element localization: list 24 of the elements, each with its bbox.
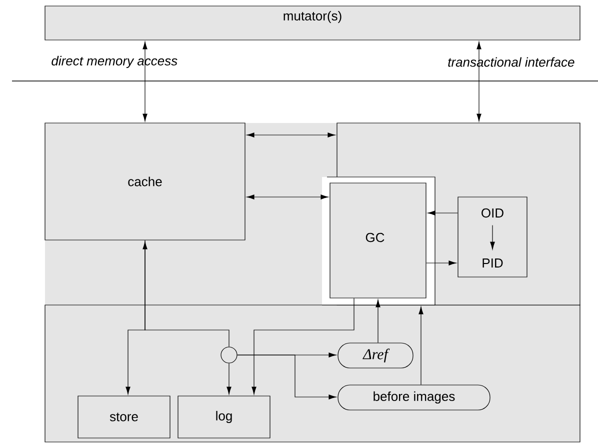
arrow [476, 42, 482, 122]
connector-line [144, 240, 230, 347]
arrow [226, 363, 232, 394]
arrow [376, 300, 380, 343]
oid-label: OID [482, 208, 504, 218]
arrow [246, 194, 328, 200]
arrow [490, 224, 495, 250]
arrow [246, 132, 336, 138]
arrow [252, 298, 354, 394]
junction-circle [220, 346, 238, 364]
gc-box: GC [330, 182, 426, 298]
arrow [142, 42, 148, 122]
delta-ref-pill: Δref [338, 342, 414, 368]
pid-label: PID [482, 258, 503, 268]
arrow [237, 354, 336, 400]
before-images-pill: before images [338, 384, 490, 410]
arrow [426, 260, 456, 266]
arrow [428, 210, 458, 216]
arrow [418, 306, 424, 385]
mutator-box: mutator(s) [44, 6, 580, 40]
log-box: log [178, 396, 270, 438]
store-box: store [78, 396, 170, 438]
arrow [126, 242, 148, 394]
cache-box: cache [44, 122, 246, 240]
